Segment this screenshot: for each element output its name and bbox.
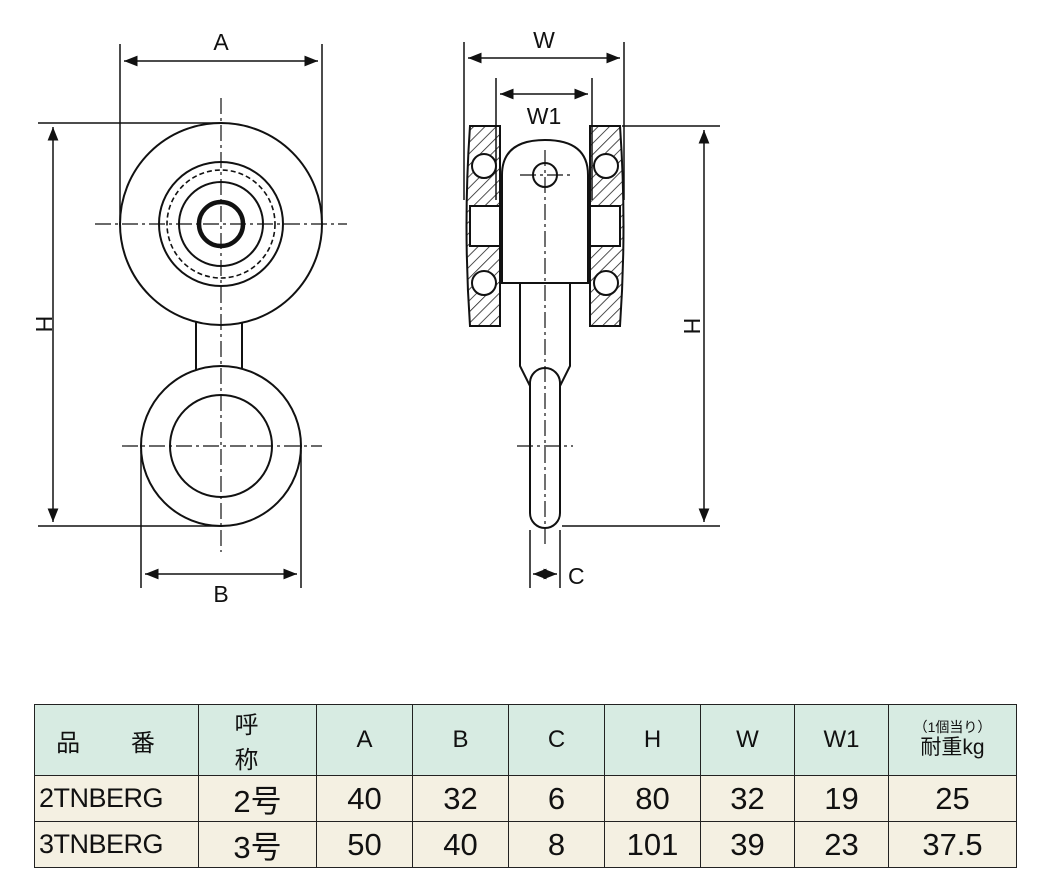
header-name: 呼 称 <box>198 704 317 776</box>
side-ball <box>471 270 497 296</box>
side-ball <box>593 270 619 296</box>
cell-part-no: 3TNBERG <box>34 821 199 868</box>
cell-h: 101 <box>604 821 701 868</box>
cell-w1: 19 <box>794 775 889 822</box>
cell-part-no: 2TNBERG <box>34 775 199 822</box>
side-dim-h-label: H <box>679 318 705 335</box>
cell-a: 50 <box>316 821 413 868</box>
header-load-note: （1個当り） <box>913 719 992 735</box>
header-w1: W1 <box>794 704 889 776</box>
front-dim-h-label: H <box>31 316 57 333</box>
header-part-no: 品 番 <box>34 704 199 776</box>
side-dimensions <box>463 42 720 588</box>
cell-w1: 23 <box>794 821 889 868</box>
front-bearing-inner-ring <box>166 169 276 279</box>
cell-h: 80 <box>604 775 701 822</box>
header-w: W <box>700 704 795 776</box>
side-ball <box>593 153 619 179</box>
header-h: H <box>604 704 701 776</box>
header-load: （1個当り） 耐重kg <box>888 704 1017 776</box>
front-dimensions <box>38 44 323 588</box>
cell-a: 40 <box>316 775 413 822</box>
front-view <box>95 98 347 552</box>
table-header-row: 品 番 呼 称 A B C H W W1 （1個当り） 耐重kg <box>34 704 1017 776</box>
cell-c: 6 <box>508 775 605 822</box>
cell-name: 3号 <box>198 821 317 868</box>
cell-b: 40 <box>412 821 509 868</box>
cell-c: 8 <box>508 821 605 868</box>
table-row: 3TNBERG 3号 50 40 8 101 39 23 37.5 <box>34 821 1017 868</box>
cell-load: 37.5 <box>888 821 1017 868</box>
header-b: B <box>412 704 509 776</box>
technical-drawing: A B H <box>31 27 720 607</box>
front-dim-a-label: A <box>213 29 229 55</box>
side-view <box>465 125 625 545</box>
cell-b: 32 <box>412 775 509 822</box>
cell-w: 39 <box>700 821 795 868</box>
cell-name: 2号 <box>198 775 317 822</box>
cell-load: 25 <box>888 775 1017 822</box>
front-dim-b-label: B <box>213 581 228 607</box>
table-row: 2TNBERG 2号 40 32 6 80 32 19 25 <box>34 775 1017 822</box>
side-dim-w1-label: W1 <box>527 103 562 129</box>
cell-w: 32 <box>700 775 795 822</box>
side-dim-w-label: W <box>533 27 555 53</box>
side-dim-c-label: C <box>568 563 585 589</box>
side-ball <box>471 153 497 179</box>
header-c: C <box>508 704 605 776</box>
spec-table: 品 番 呼 称 A B C H W W1 （1個当り） 耐重kg 2TNBERG… <box>34 704 1017 868</box>
header-load-label: 耐重kg <box>920 736 985 759</box>
header-a: A <box>316 704 413 776</box>
